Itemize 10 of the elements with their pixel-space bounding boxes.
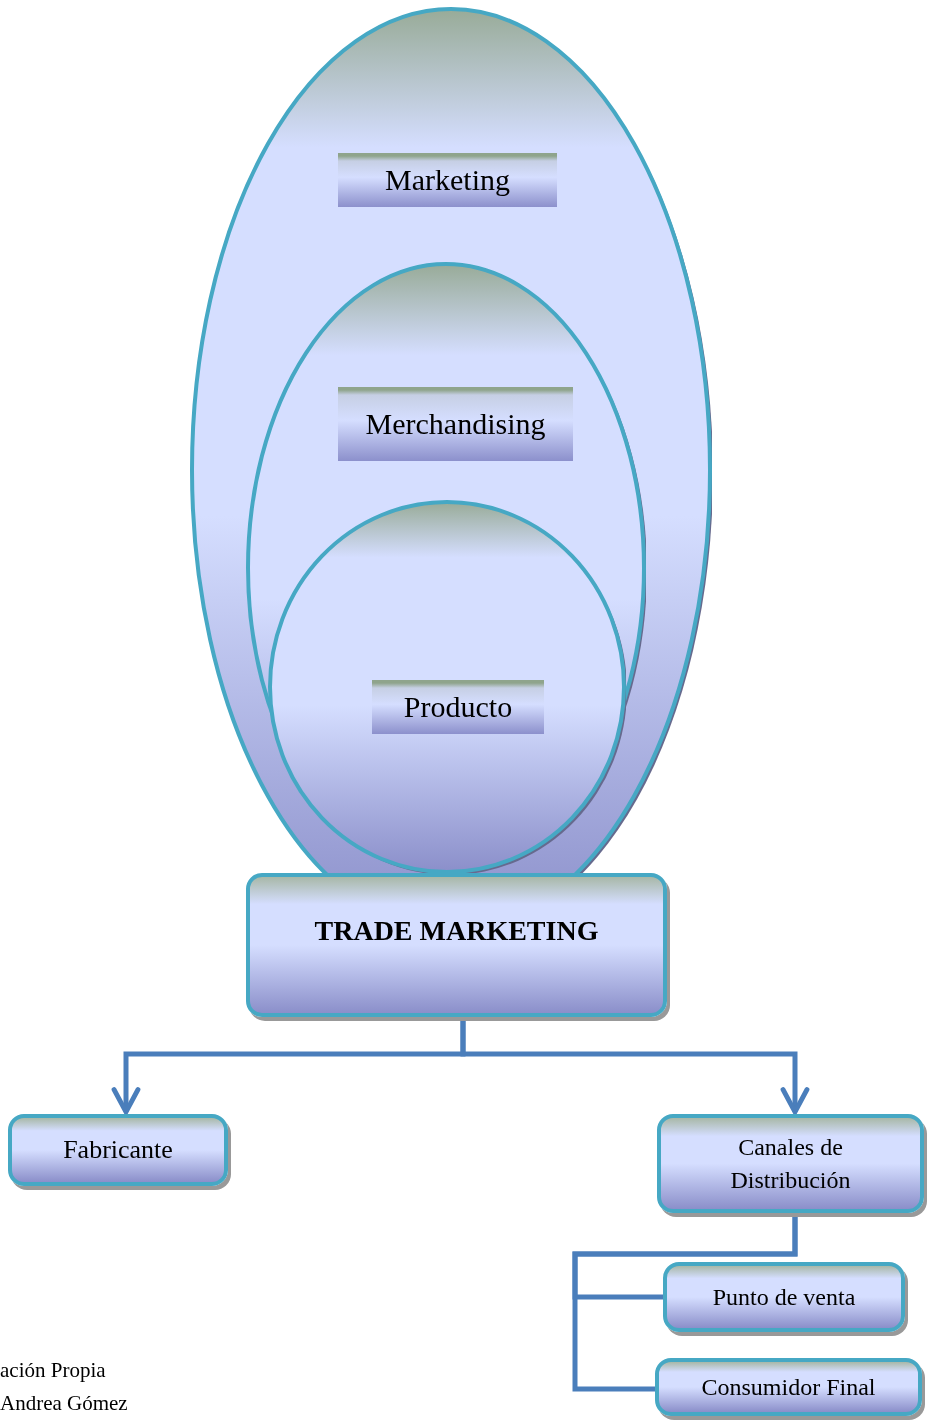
box-text: Fabricante	[63, 1134, 173, 1167]
label-band: Marketing	[338, 153, 557, 207]
box-text: TRADE MARKETING	[314, 914, 599, 949]
label-band: Producto	[372, 680, 544, 734]
label-band: Merchandising	[338, 387, 573, 461]
note-text: ación Propia	[0, 1358, 106, 1383]
box-text: Punto de venta	[712, 1282, 856, 1312]
box-text: Canales de Distribución	[729, 1133, 852, 1195]
box-text: Consumidor Final	[701, 1372, 876, 1402]
note-text: Andrea Gómez	[0, 1391, 128, 1416]
